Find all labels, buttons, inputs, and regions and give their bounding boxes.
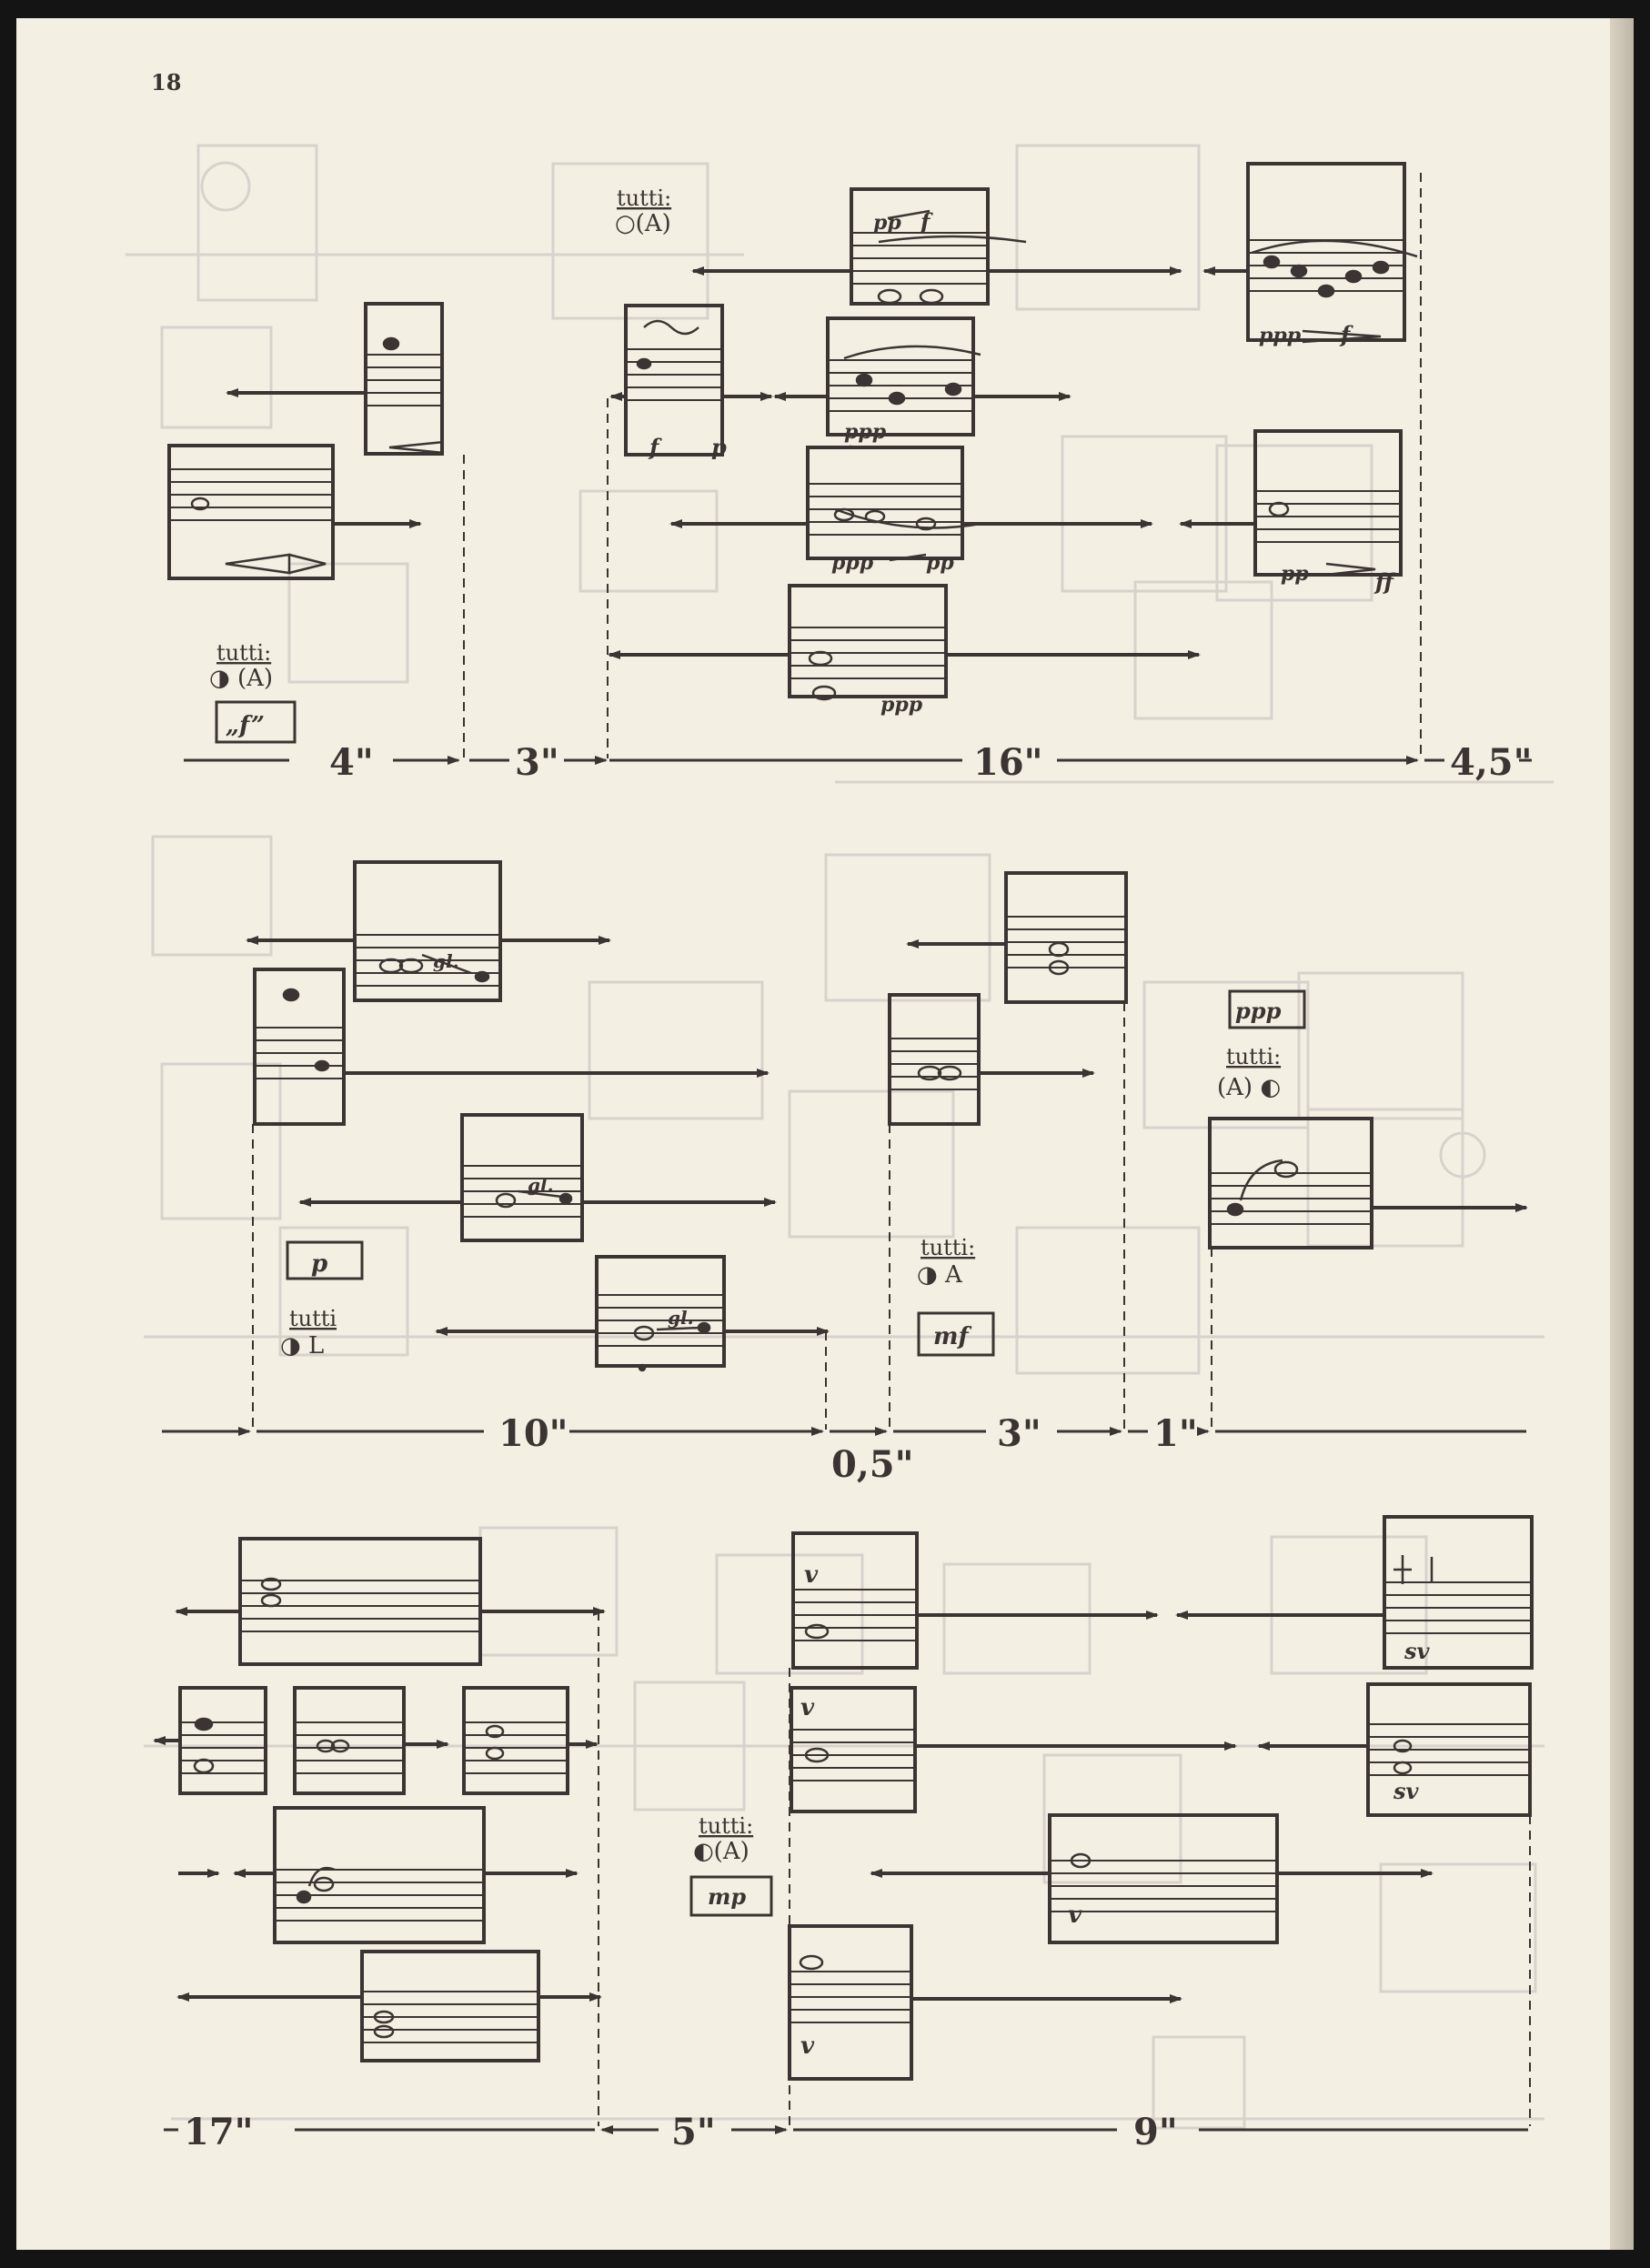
duration-label: 5" [671, 2111, 716, 2153]
tutti-sign: ◑ (A) [209, 665, 273, 692]
dynamic-mark: f [648, 434, 662, 460]
page-number: 18 [151, 69, 182, 95]
duration-label: 17" [184, 2111, 254, 2153]
articulation-mark: sv [1393, 1778, 1420, 1804]
system-1-notation [190, 209, 1418, 701]
dynamic-mark: ff [1373, 568, 1397, 595]
articulation-mark: sv [1404, 1638, 1431, 1664]
dynamic-box [1228, 989, 1306, 1029]
sound-box [1208, 1117, 1373, 1249]
articulation-mark: v [800, 2032, 815, 2060]
duration-label: 3" [997, 1412, 1041, 1455]
duration-label: 10" [498, 1412, 568, 1455]
dynamic-mark: pp [926, 551, 954, 575]
dynamic-box [215, 700, 297, 744]
system-3: 17" 5" 9" tutti: ◐(A) mp v v v v sv sv [153, 1515, 1534, 2153]
articulation-mark: v [804, 1561, 819, 1589]
tutti-label: tutti: [216, 640, 271, 666]
sound-box [178, 1686, 267, 1795]
dynamic-mark: pp [873, 211, 901, 235]
dynamic-box [286, 1240, 364, 1280]
duration-label: 0,5" [831, 1443, 913, 1486]
system-1-cue-lines [463, 173, 1422, 758]
dynamic-mark: ppp [844, 420, 887, 444]
dynamic-mark: f [919, 208, 933, 235]
dynamic-mark: pp [1281, 562, 1309, 586]
dynamic-mark: ppp [1235, 998, 1282, 1024]
sound-box [826, 316, 975, 437]
sound-box [790, 1686, 917, 1813]
dynamic-mark: mp [708, 1883, 746, 1910]
sound-box [462, 1686, 569, 1795]
tutti-sign: (A) ◐ [1217, 1074, 1281, 1101]
system-1-arrows [226, 266, 1255, 659]
sound-box [1004, 871, 1128, 1004]
sound-box [1383, 1515, 1534, 1670]
articulation-mark: v [800, 1694, 815, 1721]
graphic-score: 4" 3" 16" 4,5" tutti: ○(A) tutti: ◑ (A) … [126, 144, 1554, 2153]
tutti-sign: ◑ A [917, 1261, 963, 1289]
system-2-boxes [253, 860, 1373, 1368]
dynamic-box [689, 1875, 773, 1917]
dynamic-mark: ppp [831, 551, 874, 575]
duration-label: 4" [329, 741, 374, 784]
sound-box [791, 1531, 919, 1670]
sound-box [888, 993, 981, 1126]
system-3-cue-lines [598, 1611, 1531, 2126]
system-2-cue-lines [252, 1002, 1212, 1430]
glissando-mark: gl. [668, 1307, 694, 1329]
system-2-arrows [246, 936, 1528, 1336]
sound-box [353, 860, 502, 1002]
articulation-mark: v [1068, 1902, 1082, 1929]
tutti-sign: ◑ L [280, 1332, 324, 1360]
dynamic-mark: „f” [226, 712, 265, 739]
tutti-label: tutti [289, 1306, 337, 1331]
system-1-dynamics: pp f f p ppp ppp ppp f pp ppp pp ff ppp … [215, 208, 1397, 744]
tutti-label: tutti: [921, 1235, 975, 1260]
duration-label: 1" [1153, 1412, 1198, 1455]
sound-box [1048, 1813, 1279, 1944]
system-2-notation [282, 941, 1299, 1372]
system-1: 4" 3" 16" 4,5" tutti: ○(A) tutti: ◑ (A) … [167, 162, 1532, 784]
tutti-label: tutti: [1226, 1044, 1281, 1069]
tutti-sign: ○(A) [615, 210, 671, 237]
system-3-staves [180, 1580, 1532, 2043]
tutti-sign: ◐(A) [693, 1838, 750, 1865]
sound-box [788, 1924, 913, 2081]
sound-box [273, 1806, 486, 1944]
sound-box [806, 446, 964, 560]
duration-label: 9" [1133, 2111, 1178, 2153]
dynamic-mark: ppp [1259, 324, 1302, 347]
system-3-notation [193, 1555, 1434, 2039]
duration-label: 16" [973, 741, 1043, 784]
system-1-boxes [167, 162, 1406, 698]
dynamic-mark: p [311, 1250, 327, 1278]
sound-box [167, 444, 335, 580]
sound-box [624, 304, 724, 457]
system-2-dynamics: p mf ppp gl. gl. gl. [286, 950, 1306, 1357]
sound-box [360, 1950, 540, 2062]
system-2: 10" 0,5" 3" 1" tutti ◑ L tutti: ◑ A tutt… [162, 860, 1528, 1486]
tutti-label: tutti: [699, 1813, 753, 1839]
sound-box [253, 968, 346, 1126]
score-page: 18 [16, 18, 1610, 2250]
duration-label: 4,5" [1450, 741, 1532, 784]
dynamic-box [917, 1311, 995, 1357]
system-3-boxes [178, 1515, 1534, 2081]
book-gutter [1610, 18, 1634, 2250]
dynamic-mark: ppp [880, 693, 923, 717]
system-3-articulations: v v v v sv sv [800, 1561, 1431, 2060]
sound-box [238, 1537, 482, 1666]
sound-box [364, 302, 444, 456]
dynamic-mark: mf [933, 1323, 972, 1350]
show-through [126, 144, 1554, 2130]
sound-box [293, 1686, 406, 1795]
system-1-staves [169, 232, 1404, 679]
dynamic-mark: ppp [850, 445, 851, 447]
sound-box [595, 1255, 726, 1368]
dynamic-mark: p [711, 434, 727, 460]
tutti-label: tutti: [617, 186, 671, 211]
duration-label: 3" [515, 741, 559, 784]
system-3-arrows [153, 1607, 1434, 2003]
